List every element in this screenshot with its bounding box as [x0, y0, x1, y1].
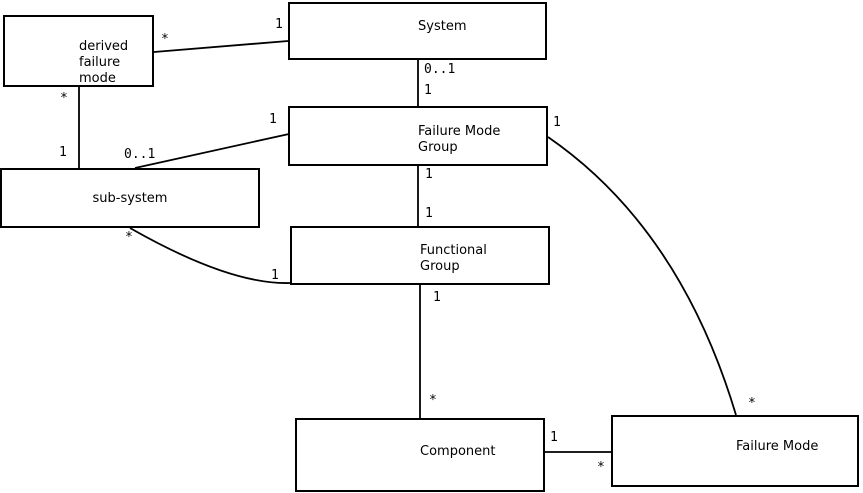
- multiplicity-label: 1: [433, 290, 441, 305]
- edge-sub-system-functional-group: [129, 227, 291, 284]
- node-failure-mode: Failure Mode: [611, 415, 859, 487]
- node-label: Failure Mode: [736, 439, 819, 454]
- multiplicity-label: *: [429, 393, 437, 408]
- multiplicity-label: 1: [425, 167, 433, 182]
- node-system: System: [288, 2, 547, 60]
- multiplicity-label: 1: [269, 112, 277, 127]
- node-label: derived failure mode: [79, 39, 129, 86]
- edge-derived-failure-mode-system: [153, 40, 289, 53]
- multiplicity-label: 0..1: [124, 147, 156, 162]
- multiplicity-label: *: [597, 460, 605, 475]
- multiplicity-label: *: [748, 396, 756, 411]
- multiplicity-label: *: [161, 32, 169, 47]
- node-functional-group: Functional Group: [290, 226, 550, 285]
- multiplicity-label: *: [60, 91, 68, 106]
- multiplicity-label: 1: [424, 83, 432, 98]
- node-sub-system: sub-system: [0, 168, 260, 228]
- node-label: Functional Group: [420, 243, 487, 274]
- multiplicity-label: 1: [553, 115, 561, 130]
- multiplicity-label: 1: [550, 430, 558, 445]
- edge-failure-mode-group-failure-mode: [547, 136, 737, 416]
- multiplicity-label: 1: [425, 206, 433, 221]
- node-label: System: [418, 19, 467, 34]
- multiplicity-label: 0..1: [424, 62, 456, 77]
- edge-sub-system-failure-mode-group: [134, 133, 290, 169]
- node-derived-failure-mode: derived failure mode: [3, 15, 154, 87]
- node-label: Component: [420, 444, 496, 459]
- node-component: Component: [295, 418, 545, 492]
- multiplicity-label: *: [125, 230, 133, 245]
- multiplicity-label: 1: [275, 17, 283, 32]
- multiplicity-label: 1: [59, 145, 67, 160]
- node-failure-mode-group: Failure Mode Group: [288, 106, 548, 166]
- node-label: sub-system: [92, 191, 168, 206]
- node-label: Failure Mode Group: [418, 124, 501, 155]
- multiplicity-label: 1: [271, 268, 279, 283]
